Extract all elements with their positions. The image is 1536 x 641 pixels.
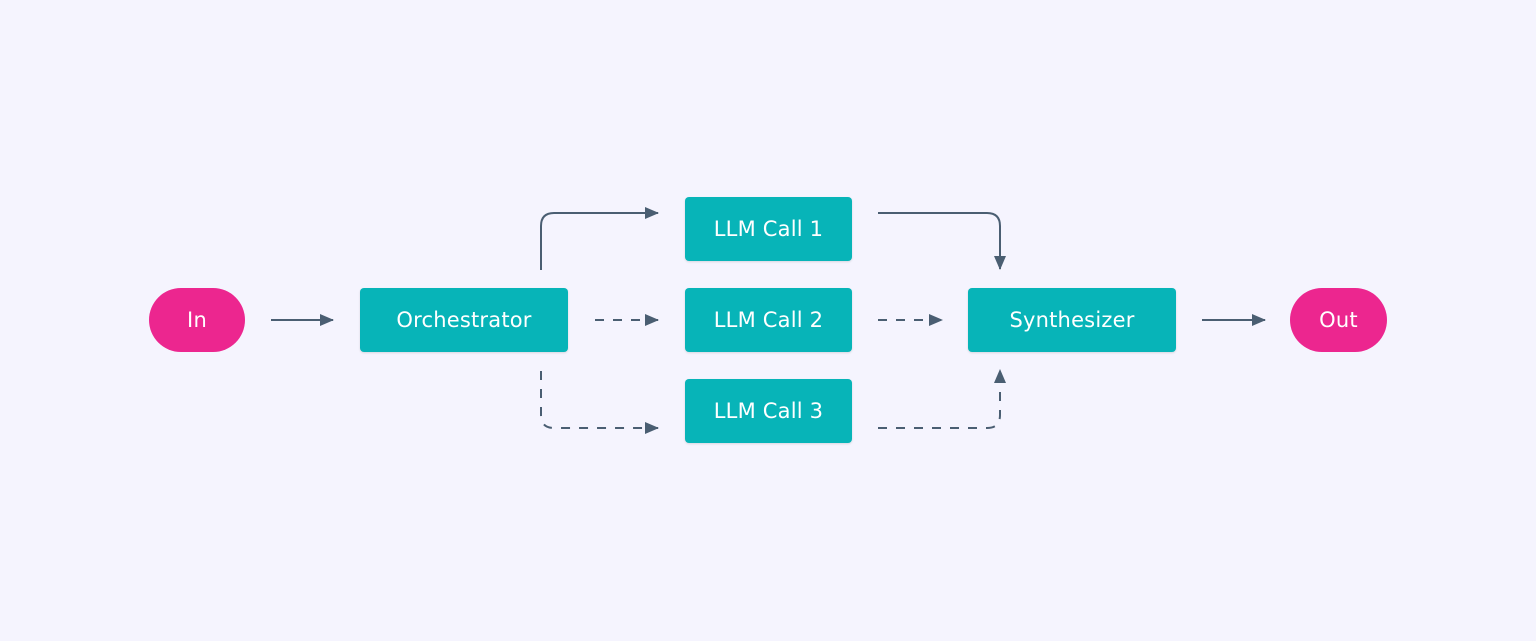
- node-orchestrator-label: Orchestrator: [396, 308, 532, 332]
- node-out-label: Out: [1319, 308, 1358, 332]
- node-llm-call-3-label: LLM Call 3: [713, 399, 824, 423]
- node-llm-call-1: LLM Call 1: [685, 197, 852, 261]
- node-orchestrator: Orchestrator: [360, 288, 568, 352]
- node-llm-call-2: LLM Call 2: [685, 288, 852, 352]
- edge-orchestrator-to-llm-call-1: [540, 207, 659, 270]
- node-in-label: In: [187, 308, 207, 332]
- node-llm-call-2-label: LLM Call 2: [713, 308, 824, 332]
- edge-llm-call-3-to-synthesizer: [878, 369, 1006, 429]
- node-out: Out: [1290, 288, 1387, 352]
- node-synthesizer: Synthesizer: [968, 288, 1176, 352]
- node-llm-call-3: LLM Call 3: [685, 379, 852, 443]
- edge-orchestrator-to-llm-call-3: [540, 371, 659, 434]
- node-in: In: [149, 288, 245, 352]
- node-synthesizer-label: Synthesizer: [1009, 308, 1135, 332]
- node-llm-call-1-label: LLM Call 1: [713, 217, 824, 241]
- edge-llm-call-1-to-synthesizer: [878, 212, 1006, 270]
